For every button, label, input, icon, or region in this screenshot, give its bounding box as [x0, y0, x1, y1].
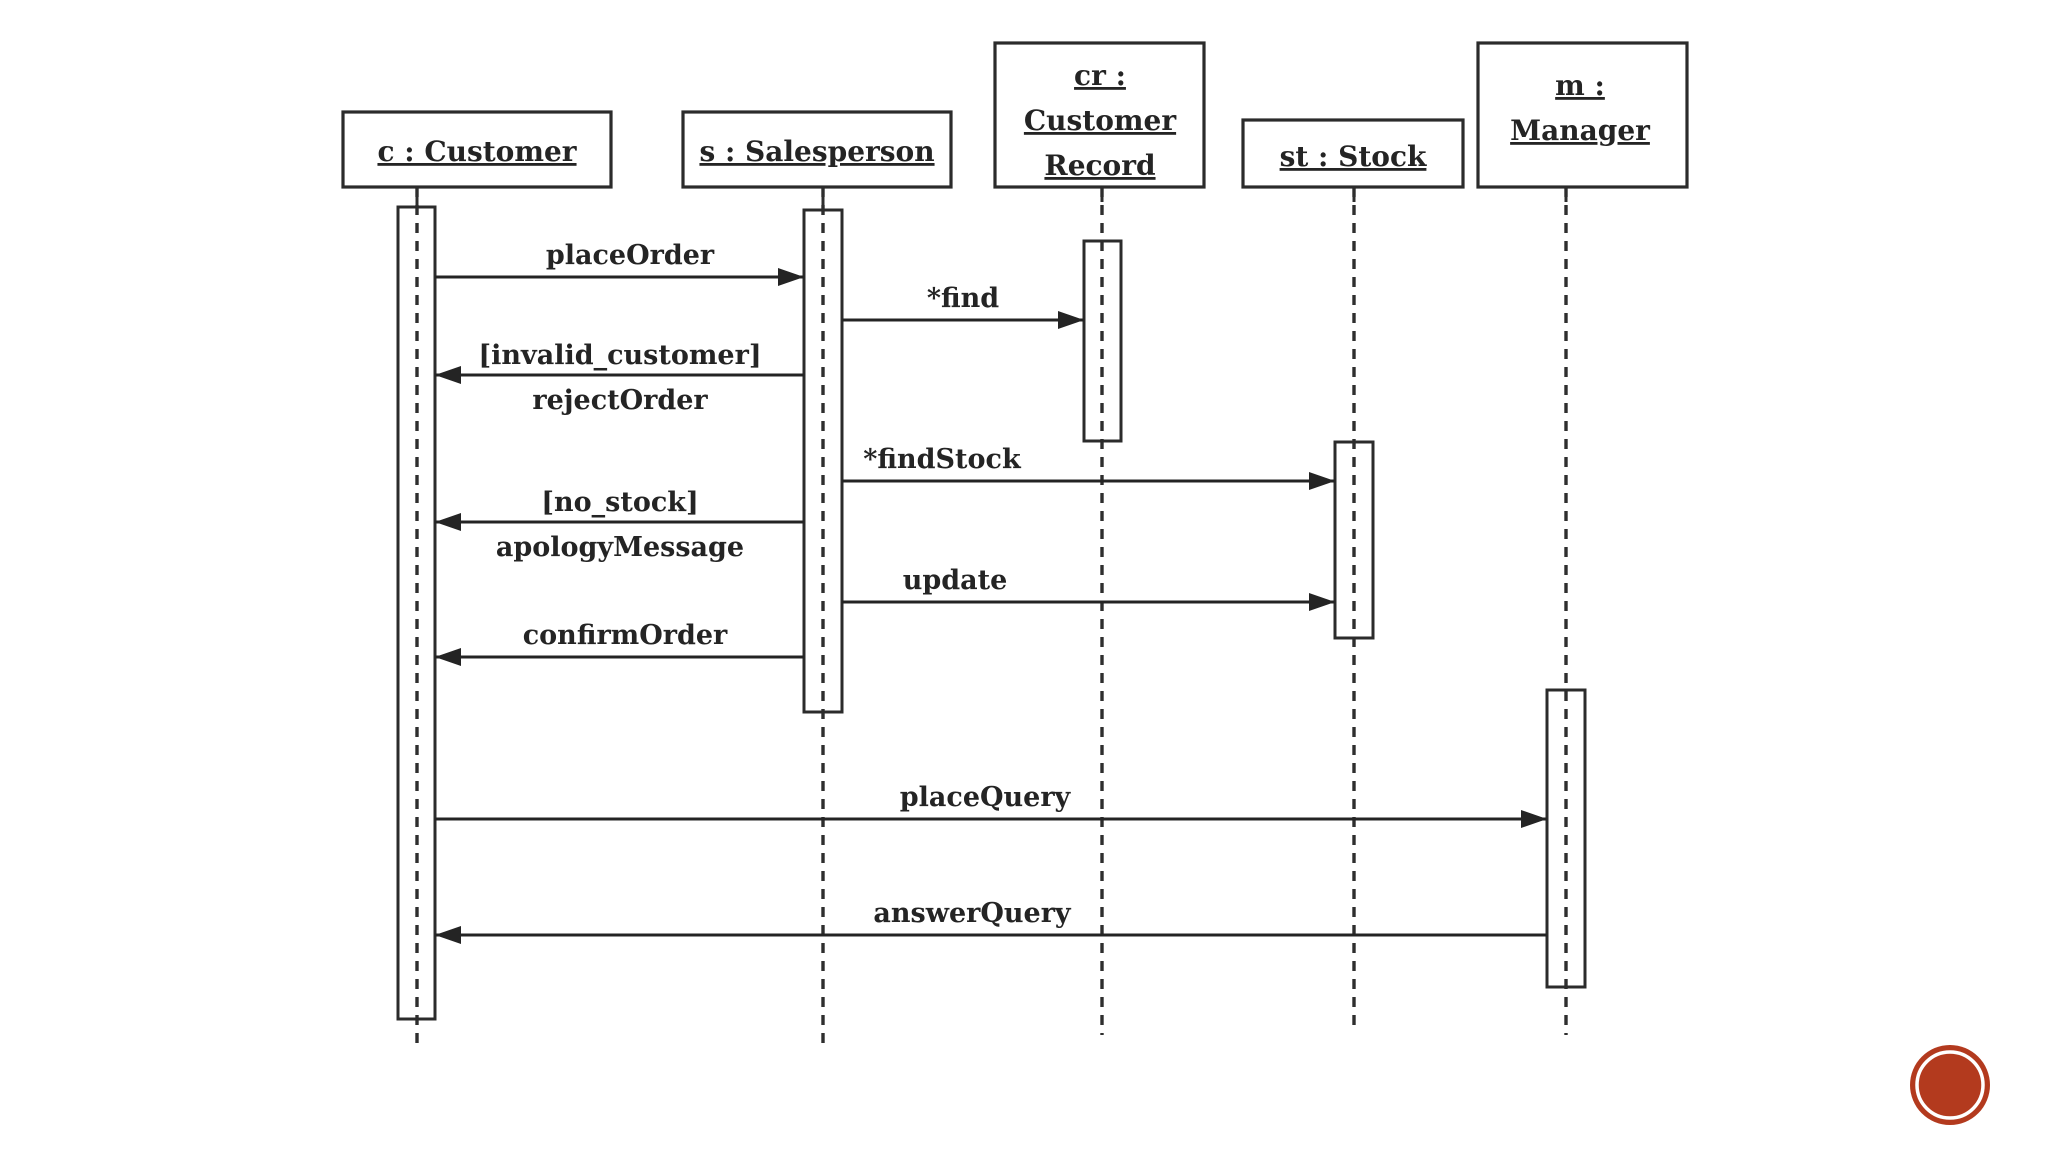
lifeline-head-stock-label: st : Stock	[1280, 140, 1427, 173]
corner-dot-disc	[1910, 1045, 1990, 1125]
message-label-confirmorder: confirmOrder	[523, 620, 728, 651]
message-guard-apologymessage: [no_stock]	[541, 487, 699, 518]
message-label-apologymessage: apologyMessage	[496, 532, 744, 563]
lifeline-head-salesperson-label: s : Salesperson	[699, 135, 934, 168]
activation-bar-manager	[1545, 688, 1587, 989]
lifeline-head-customer-record-label-line2: Customer	[1024, 104, 1177, 137]
message-label-placeorder: placeOrder	[546, 240, 715, 271]
activation-bar-stock	[1333, 440, 1375, 640]
lifeline-head-customer-record	[993, 41, 1206, 189]
lifeline-head-manager-label-line2: Manager	[1510, 114, 1651, 147]
message-label-findstock: *findStock	[863, 444, 1022, 475]
message-guard-rejectorder: [invalid_customer]	[478, 340, 761, 371]
message-label-find: *find	[927, 283, 999, 314]
lifeline-head-customer-record-label-line3: Record	[1044, 149, 1155, 182]
activation-bar-customer	[396, 205, 437, 1021]
lifeline-head-customer-label: c : Customer	[377, 135, 577, 168]
activation-bar-customer-record	[1082, 239, 1123, 443]
lifeline-head-manager-label-line1: m :	[1555, 69, 1605, 102]
activation-bar-salesperson	[802, 208, 844, 714]
corner-dot-ring	[1915, 1050, 1985, 1120]
lifeline-head-salesperson	[681, 110, 953, 189]
message-label-placequery: placeQuery	[900, 782, 1072, 813]
corner-dot-decoration	[1910, 1045, 1990, 1125]
lifeline-head-stock	[1241, 118, 1465, 189]
lifeline-head-customer	[341, 110, 613, 189]
message-label-rejectorder: rejectOrder	[532, 385, 708, 416]
lifeline-head-customer-record-label-line1: cr :	[1074, 59, 1126, 92]
lifeline-head-manager	[1476, 41, 1689, 189]
message-label-update: update	[903, 565, 1008, 596]
message-label-answerquery: answerQuery	[873, 898, 1072, 929]
